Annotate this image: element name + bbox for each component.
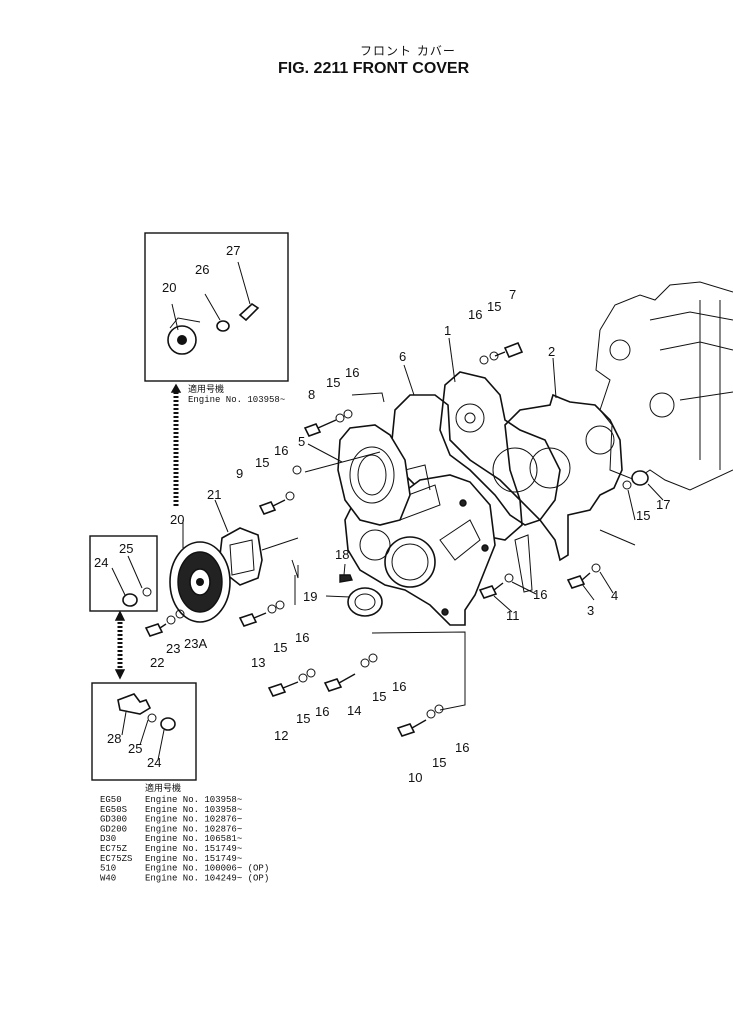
callout-21: 21	[207, 487, 221, 502]
serial-row-engine: Engine No. 100006~ (OP)	[145, 864, 269, 874]
callout-16-d: 16	[533, 587, 547, 602]
serial-row-engine: Engine No. 102876~	[145, 815, 242, 825]
callout-24-b: 24	[147, 755, 161, 770]
inset-top-box: 適用号機 Engine No. 103958~	[144, 232, 289, 405]
inset-bottom-box	[91, 682, 197, 781]
callout-16-g: 16	[392, 679, 406, 694]
callout-15-h: 15	[432, 755, 446, 770]
inset-middle-box	[89, 535, 158, 612]
callout-7: 7	[509, 287, 516, 302]
callout-22: 22	[150, 655, 164, 670]
callout-17: 17	[656, 497, 670, 512]
inset-arrows	[114, 383, 182, 680]
callout-16-b: 16	[345, 365, 359, 380]
callout-19: 19	[303, 589, 317, 604]
serial-row-model: EG50	[100, 795, 122, 805]
callout-5: 5	[298, 434, 305, 449]
callout-16-e: 16	[295, 630, 309, 645]
figure-title: FIG. 2211 FRONT COVER	[278, 60, 470, 77]
callout-16-h: 16	[455, 740, 469, 755]
callout-16-f: 16	[315, 704, 329, 719]
callout-4: 4	[611, 588, 618, 603]
serial-row-engine: Engine No. 104249~ (OP)	[145, 873, 269, 883]
serial-row-model: GD300	[100, 815, 127, 825]
dowel-pin-18	[339, 574, 353, 583]
japanese-title: フロント カバー	[360, 44, 456, 58]
serial-table-heading: 適用号機	[145, 782, 181, 794]
callout-20-b: 20	[170, 512, 184, 527]
gasket-6	[391, 394, 523, 541]
callout-6: 6	[399, 349, 406, 364]
inset-serial-heading: 適用号機	[188, 383, 224, 395]
bolts-and-washers	[144, 341, 649, 737]
callout-15-g: 15	[372, 689, 386, 704]
callout-27: 27	[226, 243, 240, 258]
callout-15-b: 15	[326, 375, 340, 390]
serial-row-engine: Engine No. 151749~	[145, 854, 242, 864]
callout-15-d: 15	[636, 508, 650, 523]
callout-12: 12	[274, 728, 288, 743]
serial-row-model: EC75ZS	[100, 854, 132, 864]
cover-housing-5	[337, 424, 411, 526]
callout-15-f: 15	[296, 711, 310, 726]
callout-14: 14	[347, 703, 361, 718]
oil-seal-19	[347, 587, 383, 617]
serial-row-engine: Engine No. 103958~	[145, 805, 242, 815]
callout-16-c: 16	[274, 443, 288, 458]
serial-row-model: EG50S	[100, 805, 127, 815]
callout-25-b: 25	[128, 741, 142, 756]
serial-row-engine: Engine No. 102876~	[145, 824, 242, 834]
callout-8: 8	[308, 387, 315, 402]
callout-2: 2	[548, 344, 555, 359]
callout-15-c: 15	[255, 455, 269, 470]
engine-block-outline	[595, 281, 733, 491]
gasket-plate-2	[504, 393, 623, 593]
callout-25-a: 25	[119, 541, 133, 556]
callout-20-a: 20	[162, 280, 176, 295]
callout-16-a: 16	[468, 307, 482, 322]
serial-row-model: GD200	[100, 824, 127, 834]
callout-9: 9	[236, 466, 243, 481]
serial-row-model: W40	[100, 873, 116, 883]
callout-28: 28	[107, 731, 121, 746]
serial-row-engine: Engine No. 151749~	[145, 844, 242, 854]
callout-10: 10	[408, 770, 422, 785]
callout-26: 26	[195, 262, 209, 277]
serial-row-model: EC75Z	[100, 844, 128, 854]
callout-24-a: 24	[94, 555, 108, 570]
inset-serial-text: Engine No. 103958~	[188, 395, 285, 405]
serial-row-model: D30	[100, 834, 116, 844]
front-plate-1	[439, 371, 561, 526]
callout-23a: 23A	[184, 636, 207, 651]
serial-row-engine: Engine No. 103958~	[145, 795, 242, 805]
callout-labels: 1 2 3 4 5 6 7 8 9 10 11 12 13 14 15 15 1…	[94, 243, 670, 785]
callout-11: 11	[506, 608, 520, 623]
serial-row-model: 510	[100, 864, 116, 874]
callout-13: 13	[251, 655, 265, 670]
callout-23: 23	[166, 641, 180, 656]
serial-row-engine: Engine No. 106581~	[145, 834, 242, 844]
callout-3: 3	[587, 603, 594, 618]
callout-18: 18	[335, 547, 349, 562]
callout-15-e: 15	[273, 640, 287, 655]
callout-1: 1	[444, 323, 451, 338]
cover-plate-20	[169, 541, 231, 623]
callout-15-a: 15	[487, 299, 501, 314]
leader-lines	[182, 337, 664, 711]
